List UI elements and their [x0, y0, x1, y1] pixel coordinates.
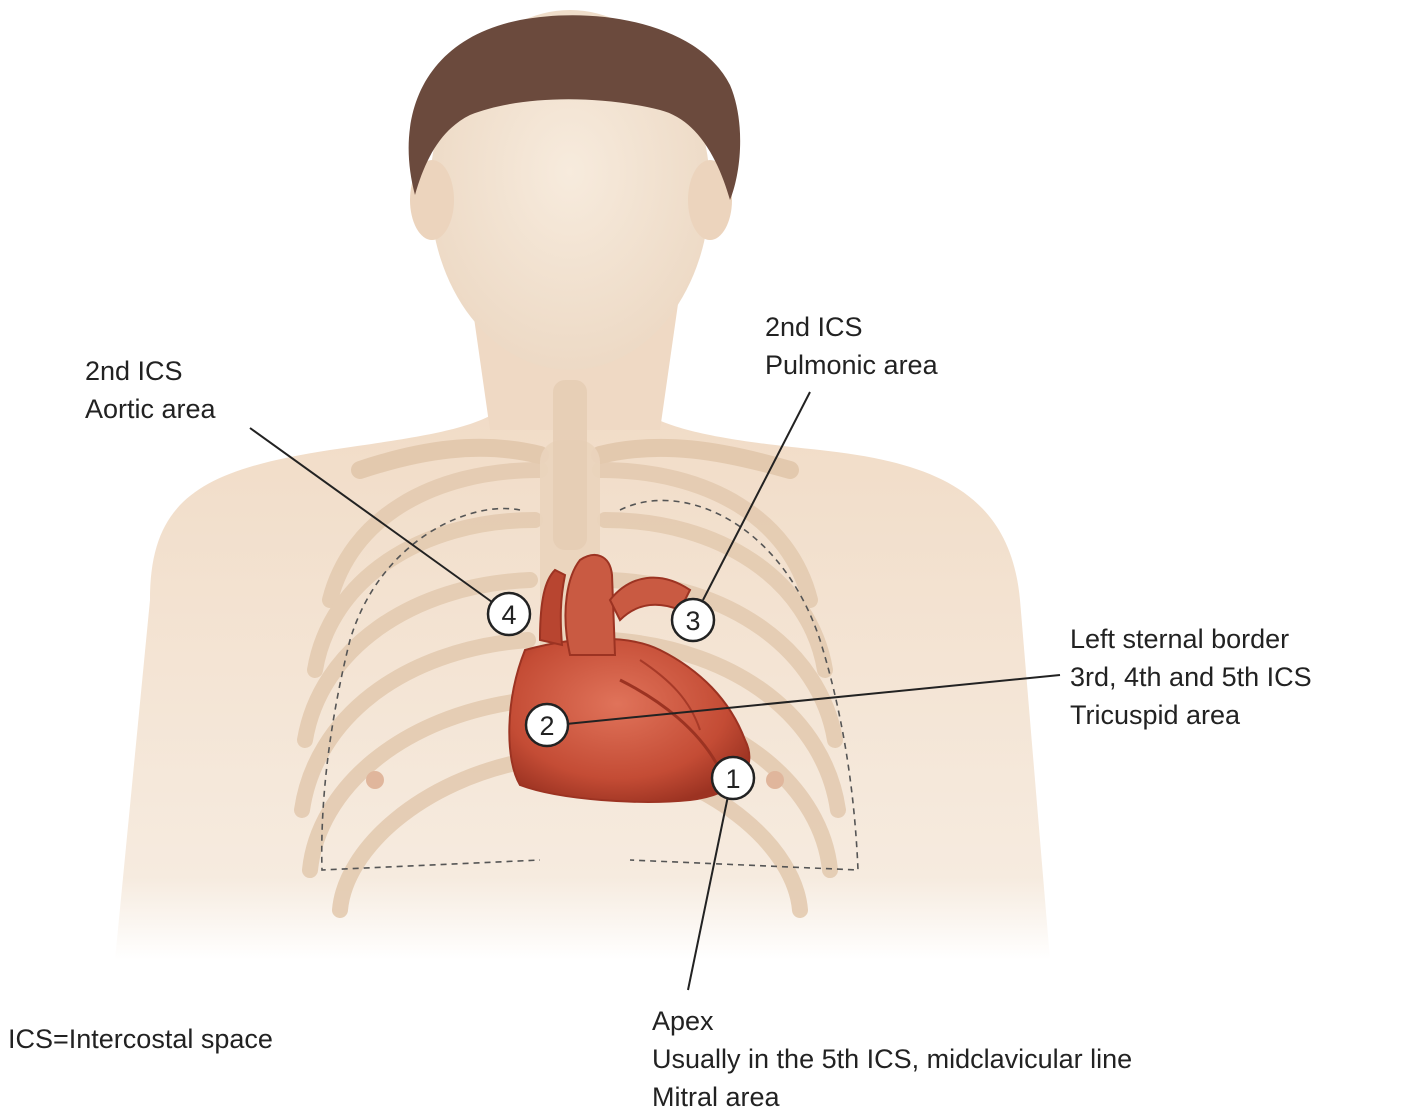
- marker-number: 2: [539, 711, 554, 741]
- nipple-left: [366, 771, 384, 789]
- marker-3: 3: [672, 599, 714, 641]
- label-pulmonic-area: 2nd ICS Pulmonic area: [765, 308, 938, 384]
- label-line: Left sternal border: [1070, 620, 1312, 658]
- trachea: [553, 380, 587, 550]
- marker-number: 3: [685, 606, 700, 636]
- label-line: 2nd ICS: [765, 308, 938, 346]
- label-line: Aortic area: [85, 390, 216, 428]
- marker-4: 4: [488, 593, 530, 635]
- label-line: Pulmonic area: [765, 346, 938, 384]
- label-line: Tricuspid area: [1070, 696, 1312, 734]
- marker-2: 2: [526, 704, 568, 746]
- marker-1: 1: [712, 757, 754, 799]
- label-tricuspid-area: Left sternal border 3rd, 4th and 5th ICS…: [1070, 620, 1312, 734]
- label-line: Mitral area: [652, 1078, 1132, 1116]
- label-mitral-area: Apex Usually in the 5th ICS, midclavicul…: [652, 1002, 1132, 1116]
- label-line: Apex: [652, 1002, 1132, 1040]
- marker-number: 4: [501, 600, 516, 630]
- label-line: 3rd, 4th and 5th ICS: [1070, 658, 1312, 696]
- legend-ics: ICS=Intercostal space: [8, 1020, 273, 1058]
- label-line: 2nd ICS: [85, 352, 216, 390]
- marker-number: 1: [725, 764, 740, 794]
- label-line: Usually in the 5th ICS, midclavicular li…: [652, 1040, 1132, 1078]
- nipple-right: [766, 771, 784, 789]
- label-aortic-area: 2nd ICS Aortic area: [85, 352, 216, 428]
